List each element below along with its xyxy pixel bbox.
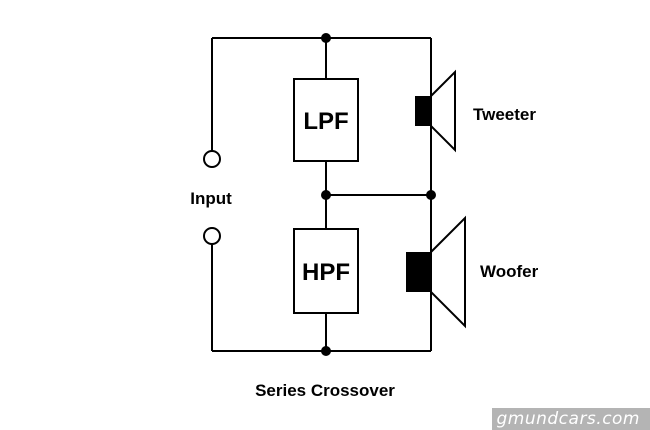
high-pass-filter: HPF (293, 228, 359, 314)
terminal-circle-icon (203, 150, 221, 168)
junction-dot-icon (321, 33, 331, 43)
input-label: Input (190, 189, 232, 208)
watermark: gmundcars.com (496, 409, 640, 429)
speaker-icon (406, 215, 466, 329)
high-pass-filter-box (293, 228, 359, 314)
watermark-band (492, 408, 650, 430)
diagram-caption: Series Crossover (255, 381, 395, 400)
input-terminals (203, 150, 221, 245)
high-pass-filter-label: HPF (302, 259, 350, 286)
terminal-circle-icon (203, 227, 221, 245)
circuit-wires (211, 37, 432, 352)
low-pass-filter-label: LPF (303, 108, 348, 135)
junction-dot-icon (321, 190, 331, 200)
low-pass-filter-box (293, 78, 359, 162)
woofer-label: Woofer (480, 262, 539, 281)
tweeter-speaker (415, 69, 456, 153)
tweeter-label: Tweeter (473, 105, 536, 124)
woofer-magnet (406, 252, 431, 292)
woofer-speaker (406, 215, 466, 329)
low-pass-filter: LPF (293, 78, 359, 162)
woofer-cone (430, 215, 466, 329)
junctions (321, 33, 436, 356)
junction-dot-icon (321, 346, 331, 356)
junction-dot-icon (426, 190, 436, 200)
tweeter-magnet (415, 96, 431, 126)
speaker-icon (415, 69, 456, 153)
tweeter-cone (430, 69, 456, 153)
